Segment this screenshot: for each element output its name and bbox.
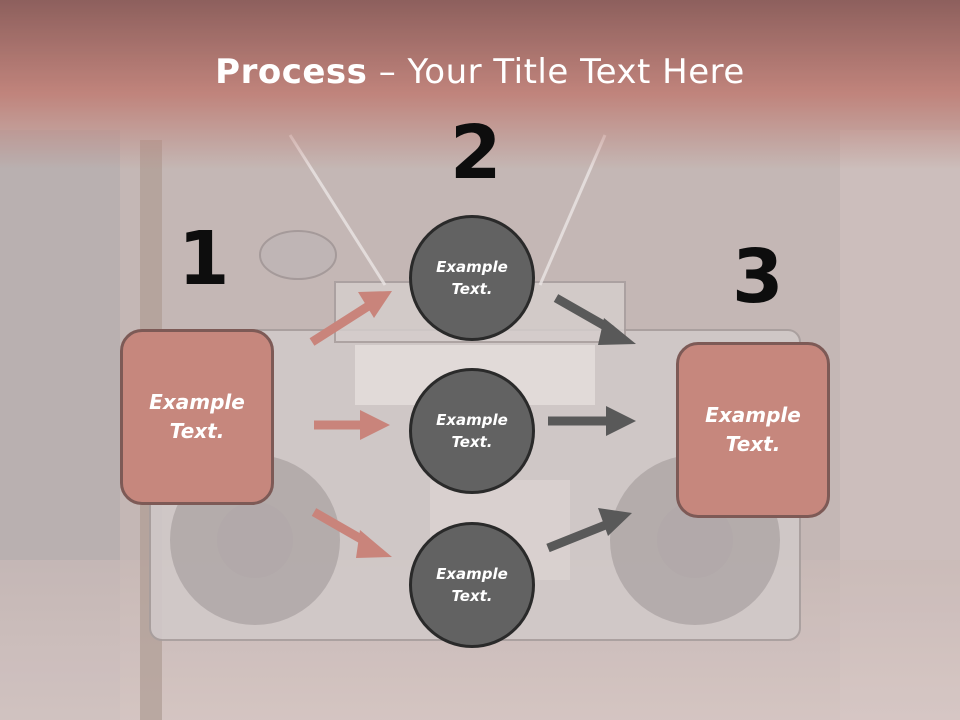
- step-3-text: Example Text.: [705, 403, 801, 456]
- circle-bottom-text: Example Text.: [436, 564, 508, 606]
- circle-middle-text: Example Text.: [436, 410, 508, 452]
- title-dash: –: [367, 52, 408, 92]
- step-3-box: Example Text.: [676, 342, 830, 518]
- step-number-3: 3: [732, 234, 784, 320]
- circle-top: Example Text.: [409, 215, 535, 341]
- arrow-1-to-top: [309, 291, 392, 346]
- circle-bottom: Example Text.: [409, 522, 535, 648]
- arrow-bottom-to-3: [546, 508, 632, 553]
- step-number-2: 2: [450, 110, 502, 196]
- arrow-1-to-bottom: [311, 508, 392, 558]
- slide-title: Process – Your Title Text Here: [0, 52, 960, 92]
- step-1-box: Example Text.: [120, 329, 274, 505]
- arrow-1-to-middle: [314, 410, 390, 440]
- circle-middle: Example Text.: [409, 368, 535, 494]
- title-rest: Your Title Text Here: [407, 52, 745, 92]
- step-number-1: 1: [178, 216, 230, 302]
- title-bold: Process: [215, 52, 368, 92]
- step-1-text: Example Text.: [149, 390, 245, 443]
- arrow-top-to-3: [553, 294, 636, 345]
- circle-top-text: Example Text.: [436, 257, 508, 299]
- arrow-middle-to-3: [548, 406, 636, 436]
